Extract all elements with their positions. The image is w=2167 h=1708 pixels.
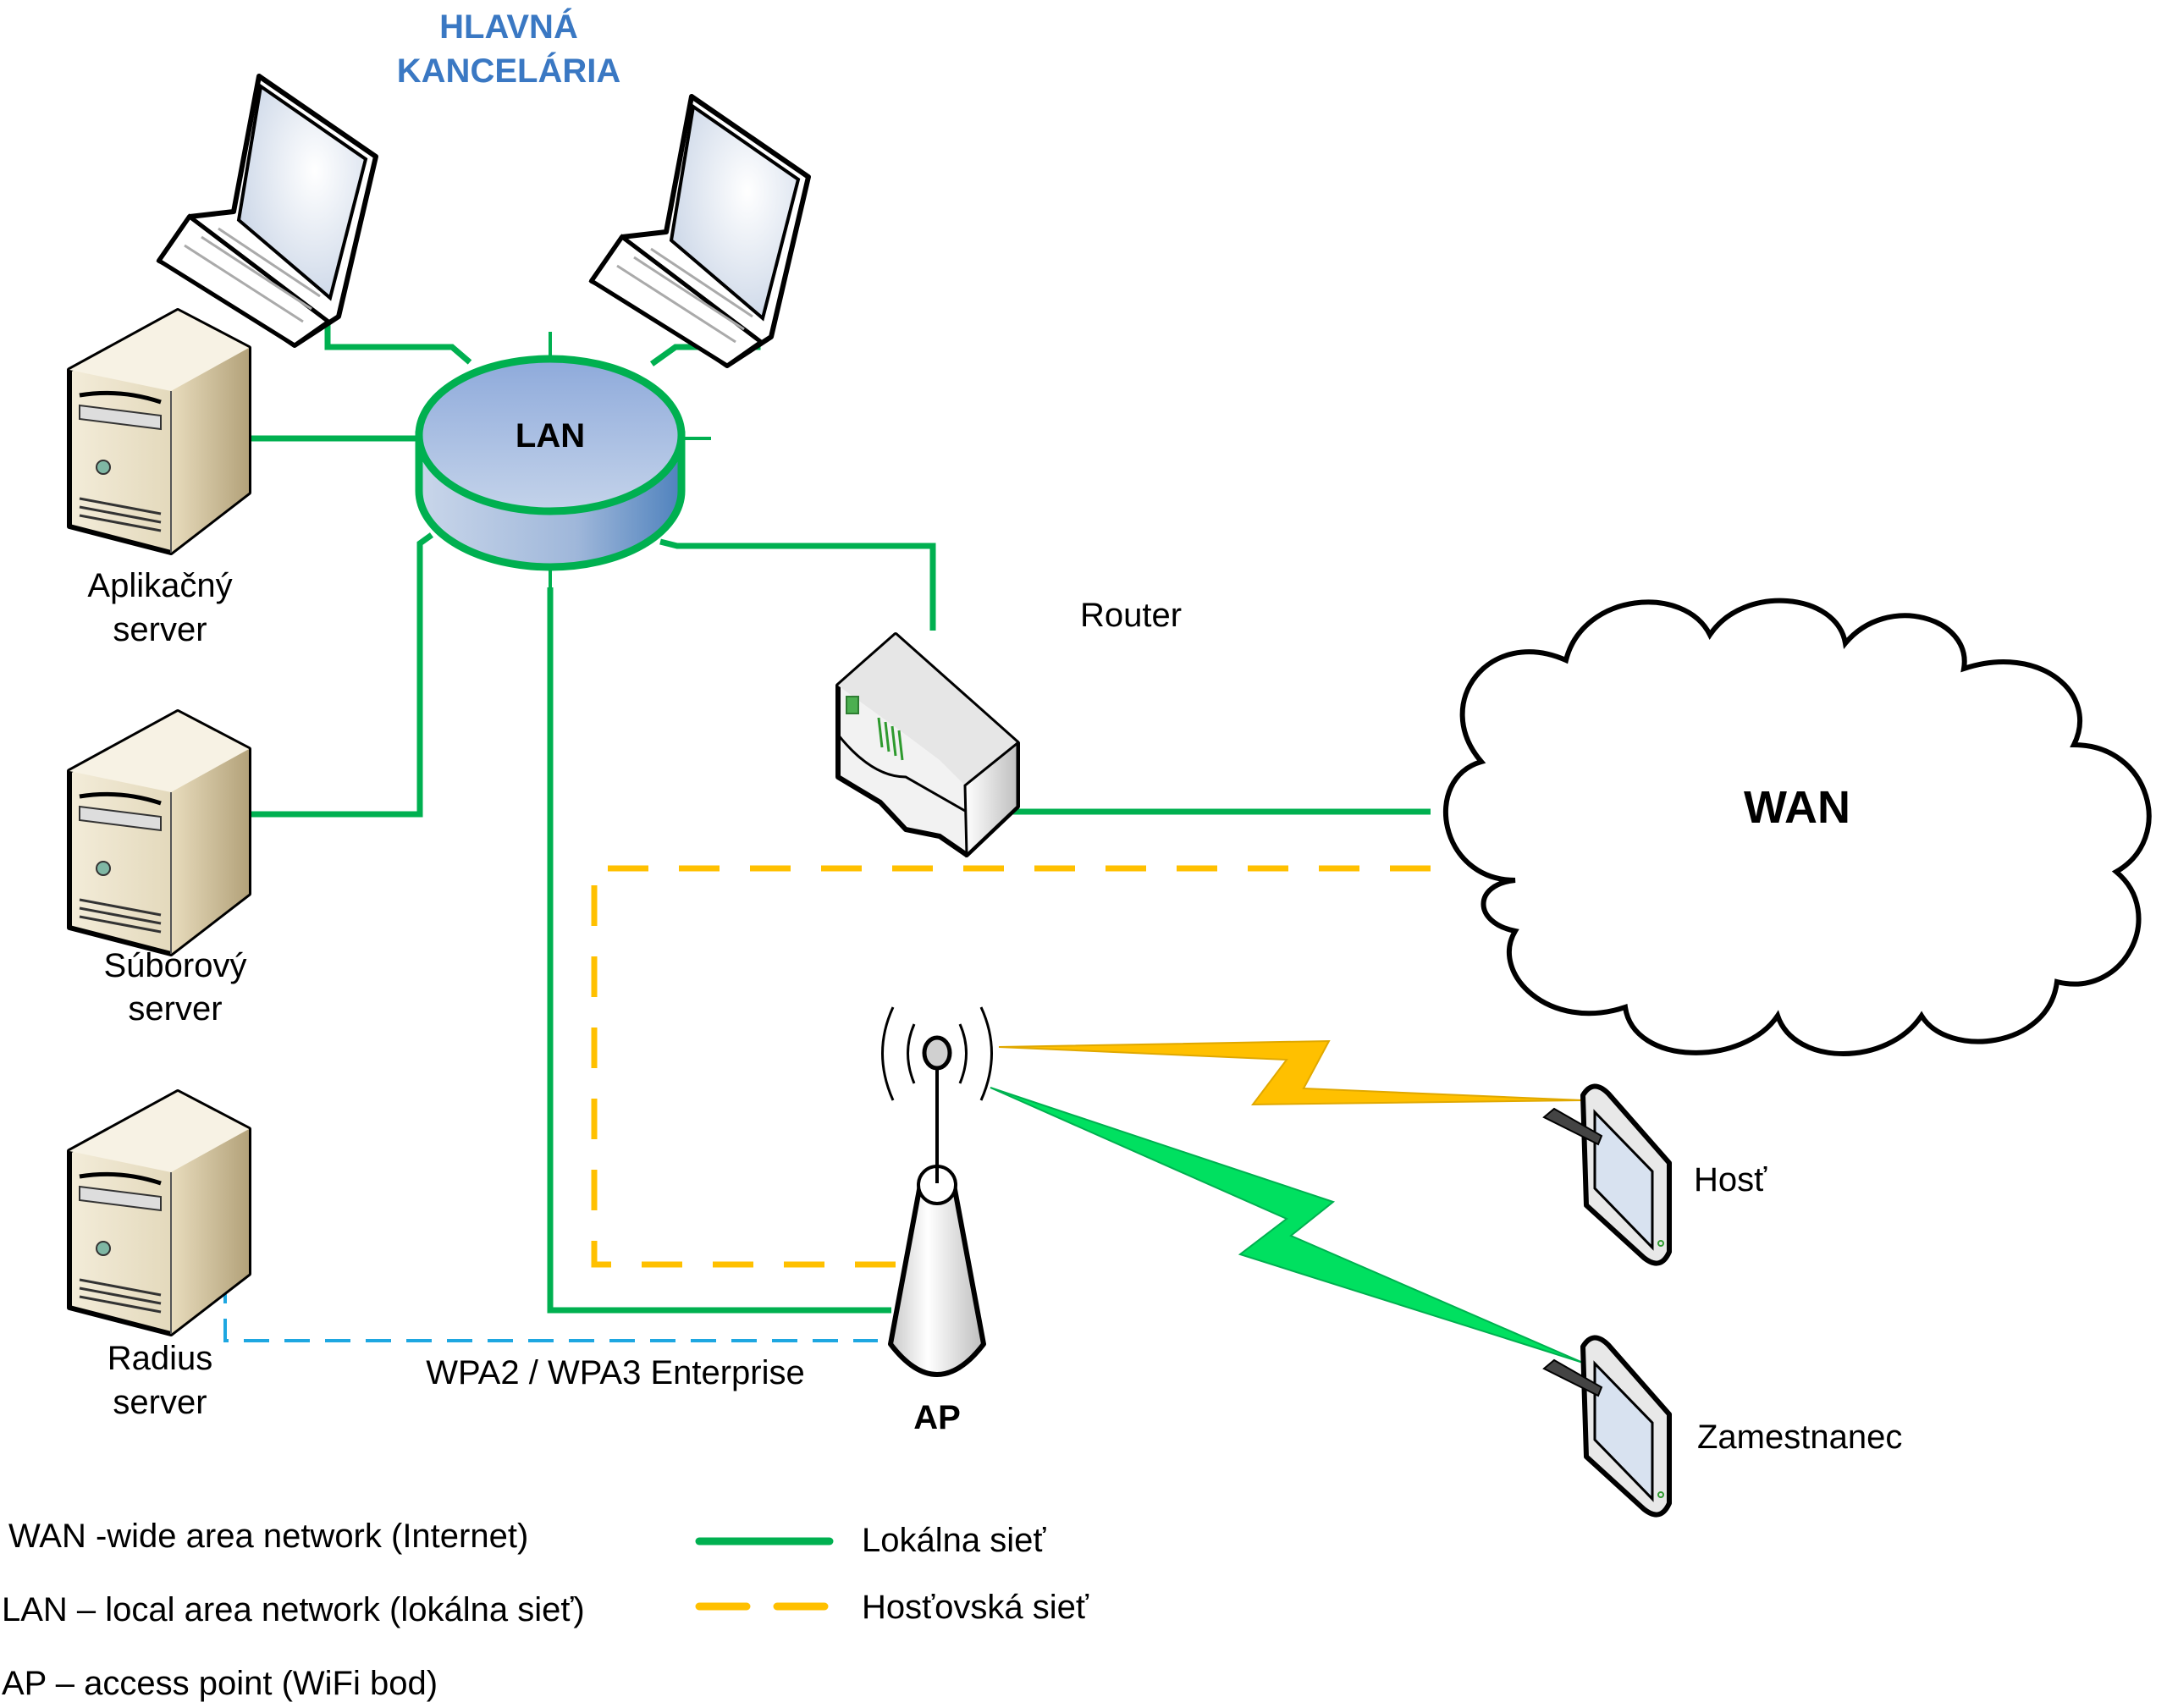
ap-node[interactable]: AP bbox=[881, 1006, 993, 1436]
wan-label: WAN bbox=[1744, 782, 1850, 833]
wireless-link-employee bbox=[990, 1087, 1584, 1364]
laptop-1[interactable] bbox=[156, 74, 378, 348]
legend-abbr-lan: LAN – local area network (lokálna sieť) bbox=[2, 1591, 585, 1628]
file-server-label-line2: server bbox=[128, 990, 222, 1028]
router-label: Router bbox=[1080, 597, 1182, 634]
wireless-access-point-icon bbox=[881, 1006, 993, 1377]
server-tower-icon bbox=[67, 308, 251, 555]
wan-node[interactable]: WAN bbox=[1442, 598, 2152, 1056]
tablet-icon bbox=[1542, 1335, 1672, 1518]
guest-tablet-label: Hosť bbox=[1694, 1161, 1767, 1198]
guest-tablet[interactable] bbox=[1542, 1083, 1672, 1266]
office-title-line2: KANCELÁRIA bbox=[397, 52, 620, 90]
laptop-icon bbox=[588, 94, 811, 368]
lan-label: LAN bbox=[516, 417, 585, 455]
legend-label-guest: Hosťovská sieť bbox=[862, 1589, 1089, 1626]
cloud-icon bbox=[1442, 598, 2152, 1056]
radius-server-label-line1: Radius bbox=[108, 1340, 213, 1377]
employee-tablet-label: Zamestnanec bbox=[1697, 1419, 1902, 1456]
router-node[interactable] bbox=[835, 632, 1020, 858]
app-server-label-line2: server bbox=[113, 611, 207, 648]
server-tower-icon bbox=[67, 1089, 251, 1336]
app-server-label-line1: Aplikačný bbox=[87, 567, 232, 604]
employee-tablet[interactable] bbox=[1542, 1335, 1672, 1518]
office-title-line1: HLAVNÁ bbox=[439, 8, 578, 46]
legend: WAN -wide area network (Internet) LAN – … bbox=[2, 1518, 1089, 1702]
lan-node[interactable]: LAN bbox=[415, 355, 686, 571]
radius-server-label-line2: server bbox=[113, 1384, 207, 1421]
link-lan-ap bbox=[547, 587, 891, 1314]
link-guest-network bbox=[591, 865, 1431, 1268]
file-server-label-line1: Súborový bbox=[104, 947, 247, 984]
wireless-link-guest bbox=[998, 1039, 1584, 1106]
radius-link-label: WPA2 / WPA3 Enterprise bbox=[426, 1354, 805, 1391]
link-lan-router bbox=[659, 538, 936, 631]
legend-label-local: Lokálna sieť bbox=[862, 1522, 1046, 1559]
laptop-2[interactable] bbox=[588, 94, 811, 368]
ap-label: AP bbox=[913, 1399, 961, 1436]
laptop-icon bbox=[156, 74, 378, 348]
legend-abbr-ap: AP – access point (WiFi bod) bbox=[2, 1665, 438, 1702]
app-server[interactable] bbox=[67, 308, 251, 555]
router-icon bbox=[835, 632, 1020, 858]
legend-abbr-wan: WAN -wide area network (Internet) bbox=[8, 1518, 528, 1555]
file-server[interactable] bbox=[67, 709, 251, 956]
tablet-icon bbox=[1542, 1083, 1672, 1266]
link-radius-ap bbox=[223, 1278, 878, 1342]
link-fileserver-lan bbox=[249, 532, 434, 818]
server-tower-icon bbox=[67, 709, 251, 956]
radius-server[interactable] bbox=[67, 1089, 251, 1336]
